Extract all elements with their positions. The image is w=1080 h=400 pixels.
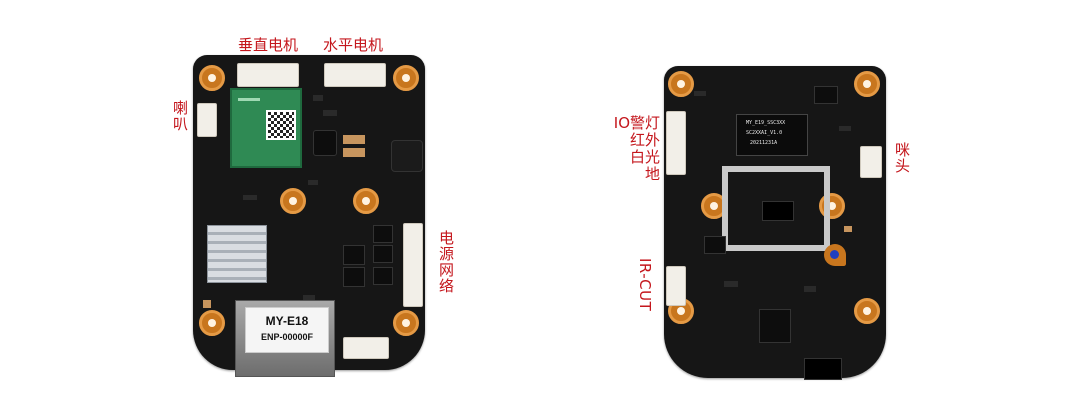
horizontal-motor-label: 水平电机 bbox=[323, 36, 384, 54]
smd-component bbox=[839, 126, 851, 131]
ic-chip bbox=[343, 267, 365, 287]
heatsink bbox=[207, 225, 267, 283]
sensor-mount-frame bbox=[722, 166, 830, 251]
mounting-hole bbox=[854, 71, 880, 97]
vertical-motor-connector bbox=[237, 63, 299, 87]
mic-connector bbox=[860, 146, 882, 178]
mounting-hole bbox=[353, 188, 379, 214]
io-label-group: IO警灯 红外 白光 地 bbox=[610, 115, 660, 183]
infrared-label: 红外 bbox=[629, 131, 660, 149]
inductor bbox=[313, 130, 337, 156]
mounting-hole bbox=[854, 298, 880, 324]
silkscreen-line: MY_E19_SSC3XX bbox=[746, 120, 786, 126]
ic-chip bbox=[704, 236, 726, 254]
silkscreen-line: 20211231A bbox=[750, 140, 778, 146]
ic-chip bbox=[814, 86, 838, 104]
capacitor bbox=[844, 226, 852, 232]
pcb-board-back: MY_E19_SSC3XX SC2XXAI_V1.0 20211231A bbox=[664, 66, 886, 380]
mounting-hole bbox=[819, 193, 845, 219]
ic-chip bbox=[373, 267, 393, 285]
mounting-hole bbox=[668, 71, 694, 97]
mounting-hole bbox=[393, 310, 419, 336]
smd-component bbox=[804, 286, 816, 292]
smd-component bbox=[694, 91, 706, 96]
ic-chip bbox=[373, 225, 393, 243]
bottom-connector bbox=[343, 337, 389, 359]
power-network-label: 电源网络 bbox=[437, 230, 455, 294]
mic-label: 咪头 bbox=[893, 142, 911, 174]
blue-led bbox=[830, 250, 839, 259]
ground-label: 地 bbox=[644, 165, 660, 183]
smd-component bbox=[323, 110, 337, 116]
silkscreen-line: SC2XXAI_V1.0 bbox=[746, 130, 783, 136]
antenna-trace bbox=[238, 98, 260, 101]
qr-code-icon bbox=[266, 110, 296, 140]
soc-chip bbox=[736, 114, 808, 156]
ic-chip bbox=[759, 309, 791, 343]
smd-component bbox=[724, 281, 738, 287]
mounting-hole bbox=[393, 65, 419, 91]
inductor bbox=[391, 140, 423, 172]
capacitor bbox=[203, 300, 211, 308]
vertical-motor-label: 垂直电机 bbox=[238, 36, 299, 54]
smd-component bbox=[308, 180, 318, 185]
model-sticker: MY-E18 ENP-00000F bbox=[245, 307, 329, 353]
sticker-model-text: MY-E18 bbox=[265, 314, 309, 328]
bottom-connector-block bbox=[804, 358, 842, 380]
smd-component bbox=[243, 195, 257, 200]
sticker-serial-text: ENP-00000F bbox=[260, 332, 314, 342]
ic-chip bbox=[343, 245, 365, 265]
power-network-connector bbox=[403, 223, 423, 307]
ir-cut-label: IR-CUT bbox=[636, 258, 654, 312]
mounting-hole bbox=[280, 188, 306, 214]
pcb-board-front: MY-E18 ENP-00000F bbox=[193, 55, 425, 377]
ir-cut-connector bbox=[666, 266, 686, 306]
io-warning-light-label: IO警灯 bbox=[613, 114, 660, 132]
speaker-label: 喇叭 bbox=[171, 100, 189, 132]
ic-chip bbox=[373, 245, 393, 263]
wifi-module bbox=[230, 88, 302, 168]
horizontal-motor-connector bbox=[324, 63, 386, 87]
capacitor bbox=[343, 135, 365, 144]
image-sensor-chip bbox=[762, 201, 794, 221]
mounting-hole bbox=[199, 65, 225, 91]
smd-component bbox=[303, 295, 315, 300]
smd-component bbox=[313, 95, 323, 101]
mounting-hole bbox=[199, 310, 225, 336]
capacitor bbox=[343, 148, 365, 157]
white-light-label: 白光 bbox=[629, 148, 660, 166]
io-connector bbox=[666, 111, 686, 175]
speaker-connector bbox=[197, 103, 217, 137]
